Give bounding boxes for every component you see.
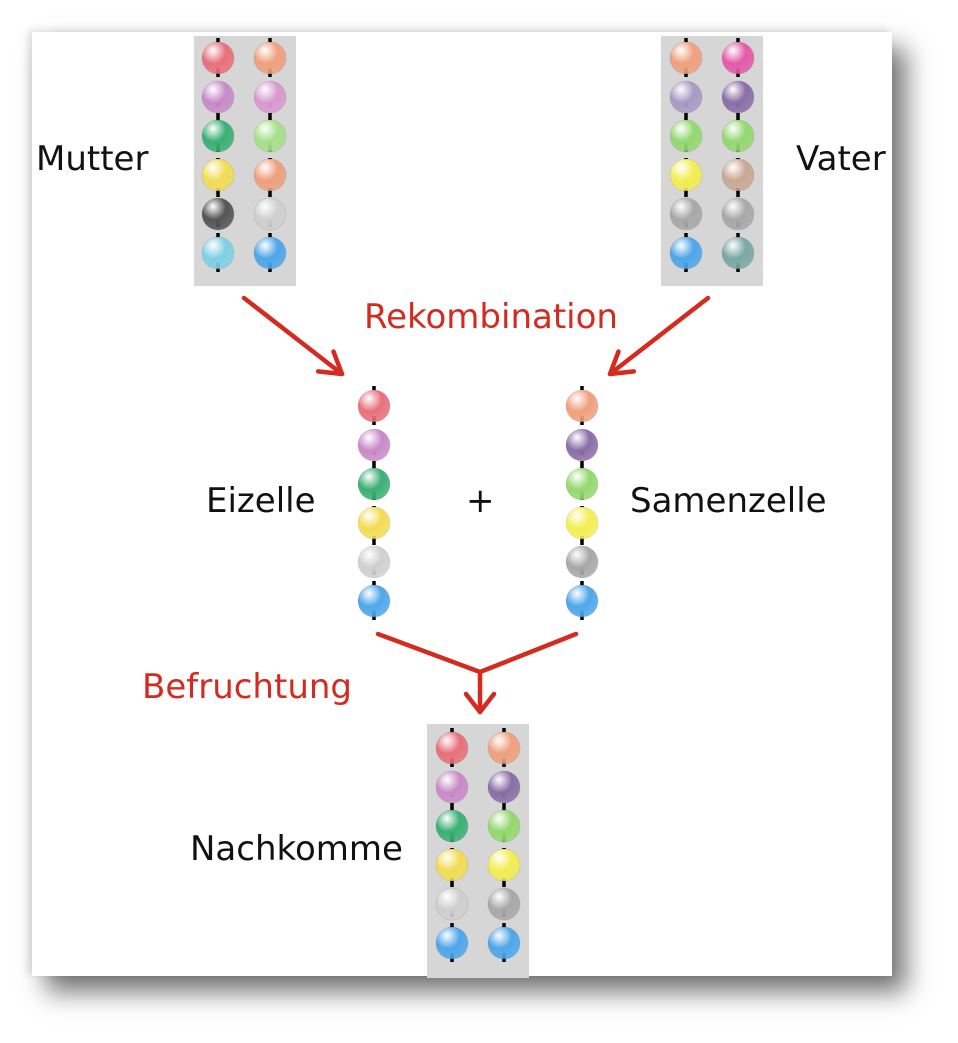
gene-bead-brightyellow: [487, 848, 521, 882]
gene-bead-green: [357, 467, 391, 501]
gene-bead-magenta: [721, 41, 755, 75]
egg-cell-chromosome: [357, 386, 391, 625]
gene-bead-cyan: [201, 236, 235, 270]
mother-label: Mutter: [36, 139, 149, 179]
gene-bead-blue: [565, 584, 599, 618]
egg-cell-label: Eizelle: [206, 481, 316, 521]
gene-bead-lightpink: [253, 80, 287, 114]
gene-bead-salmon: [487, 731, 521, 765]
offspring-chromosome-2: [487, 728, 521, 967]
gene-bead-gray: [487, 887, 521, 921]
gene-bead-blue: [253, 236, 287, 270]
gene-bead-salmon: [253, 158, 287, 192]
father-chromosome-2: [721, 38, 755, 277]
gene-bead-purple: [565, 428, 599, 462]
gene-bead-lightgray: [357, 545, 391, 579]
offspring-chromosome-1: [435, 728, 469, 967]
gene-bead-lavender: [669, 80, 703, 114]
gene-bead-pink: [435, 770, 469, 804]
plus-sign: +: [466, 481, 495, 521]
gene-bead-yellow: [201, 158, 235, 192]
gene-bead-limegreen: [721, 119, 755, 153]
gene-bead-brightyellow: [565, 506, 599, 540]
gene-bead-purple: [721, 80, 755, 114]
gene-bead-salmon: [669, 41, 703, 75]
gene-bead-yellow: [357, 506, 391, 540]
gene-bead-limegreen: [487, 809, 521, 843]
arrows: [241, 295, 711, 715]
recombination-label: Rekombination: [364, 297, 618, 337]
mother-chromosome-2: [253, 38, 287, 277]
gene-bead-blue: [669, 236, 703, 270]
gene-bead-brightyellow: [669, 158, 703, 192]
gene-bead-green: [435, 809, 469, 843]
gene-bead-pink: [357, 428, 391, 462]
gene-bead-salmon: [253, 41, 287, 75]
mother-chromosome-1: [201, 38, 235, 277]
gene-bead-red: [357, 389, 391, 423]
gene-bead-pink: [201, 80, 235, 114]
offspring-label: Nachkomme: [190, 829, 403, 869]
gene-bead-purple: [487, 770, 521, 804]
arrow-father-to-sperm: [607, 295, 711, 377]
sperm-cell-chromosome: [565, 386, 599, 625]
gene-bead-green: [201, 119, 235, 153]
father-label: Vater: [796, 139, 886, 179]
gene-bead-salmon: [565, 389, 599, 423]
arrow-fertilization: [375, 631, 579, 715]
arrow-mother-to-egg: [241, 295, 345, 377]
gene-bead-red: [201, 41, 235, 75]
father-chromosome-1: [669, 38, 703, 277]
gene-bead-blue: [357, 584, 391, 618]
gene-bead-limegreen: [669, 119, 703, 153]
sperm-cell-label: Samenzelle: [630, 481, 827, 521]
gene-bead-blue: [435, 926, 469, 960]
gene-bead-lightgray: [253, 197, 287, 231]
gene-bead-teal: [721, 236, 755, 270]
gene-bead-blue: [487, 926, 521, 960]
fertilization-label: Befruchtung: [142, 667, 352, 707]
gene-bead-red: [435, 731, 469, 765]
gene-bead-gray: [721, 197, 755, 231]
gene-bead-yellow: [435, 848, 469, 882]
gene-bead-lightgreen: [253, 119, 287, 153]
gene-bead-lightgray: [435, 887, 469, 921]
gene-bead-black: [201, 197, 235, 231]
gene-bead-limegreen: [565, 467, 599, 501]
gene-bead-tan: [721, 158, 755, 192]
gene-bead-gray: [669, 197, 703, 231]
gene-bead-gray: [565, 545, 599, 579]
